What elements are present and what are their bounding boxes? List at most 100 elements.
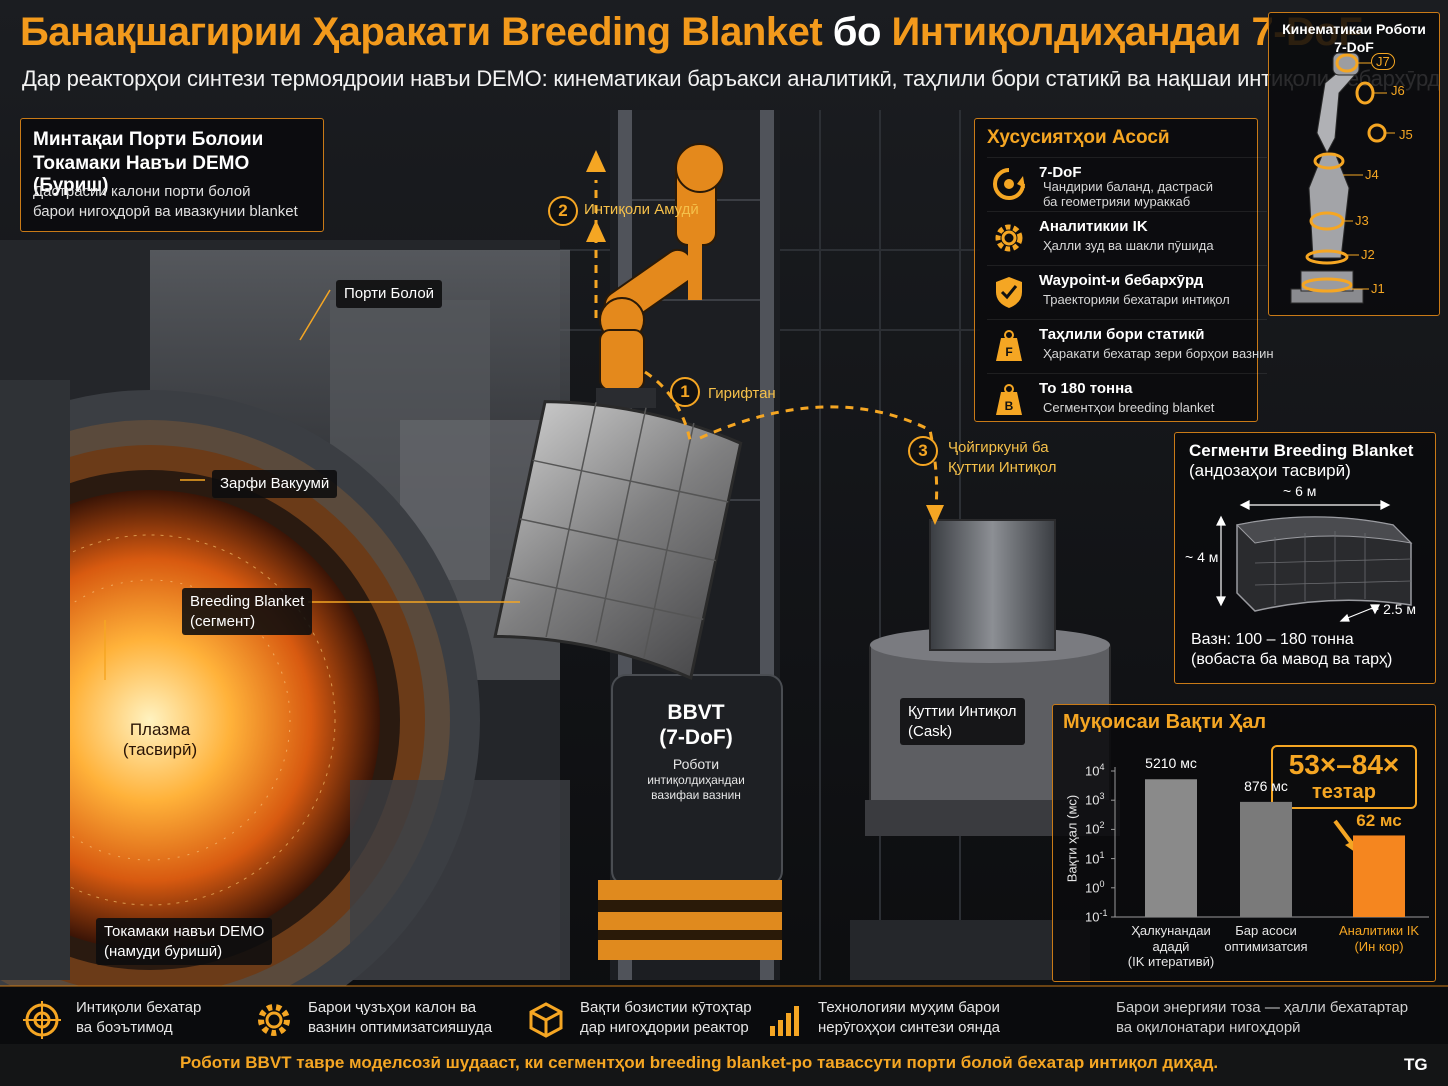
robot-label-line-3: Роботи <box>672 756 720 773</box>
callout-plasma-line-1: Плазма <box>129 720 191 739</box>
speedup-badge: 53×–84× тезтар <box>1271 745 1417 809</box>
y-tick-base: 10 <box>1085 792 1100 808</box>
joint-label-j4: J4 <box>1365 167 1379 182</box>
robot-label: BBVT (7-DoF) Роботи интиқолдиҳандаи вази… <box>640 700 752 802</box>
key-features-panel: Хусусиятҳои Асосӣ 7-DoF Чандирии баланд,… <box>974 118 1274 422</box>
bottom-item-text: Вақти бозистии кӯтоҳтар дар нигоҳдории р… <box>580 998 752 1039</box>
joint-label-j2: J2 <box>1361 247 1375 262</box>
feature-title: Аналитикии IK <box>1039 218 1148 235</box>
segment-dim-height: ~ 4 м <box>1185 549 1219 565</box>
step-2-label: Интиқоли Амудӣ <box>584 201 699 218</box>
features-heading: Хусусиятҳои Асосӣ <box>987 127 1170 148</box>
feature-title: То 180 тонна <box>1039 380 1133 397</box>
bottom-item-text: Барои ҷузъҳои калон ва вазнин оптимизатс… <box>308 998 492 1039</box>
y-tick-exponent: 3 <box>1099 791 1105 802</box>
category-label-line: оптимизатсия <box>1224 938 1308 954</box>
port-panel-desc-2: барои нигоҳдорӣ ва ивазкунии blanket <box>33 203 298 220</box>
footer-caption: Роботи BBVT тавре моделсозӣ шудааст, ки … <box>180 1053 1219 1072</box>
title-part-3: бо <box>832 10 882 54</box>
callout-plasma-line-2: (тасвирӣ) <box>122 740 198 759</box>
callout-cask-line-2: (Cask) <box>908 722 953 740</box>
segment-dim-width: ~ 6 м <box>1283 483 1317 499</box>
y-tick-label: 104 <box>1085 762 1104 778</box>
feature-desc-line-2: ба геометрияи мураккаб <box>1043 193 1191 209</box>
kinematics-panel: Кинематикаи Роботи 7-DoF J7 <box>1268 12 1440 316</box>
step-1-label: Гирифтан <box>708 385 776 402</box>
y-tick-label: 10-1 <box>1085 908 1107 924</box>
y-tick-base: 10 <box>1085 909 1100 925</box>
y-tick-base: 10 <box>1085 850 1100 866</box>
callout-blanket-line-2: (сегмент) <box>190 612 256 630</box>
kinematics-title-1: Кинематикаи Роботи <box>1282 21 1426 37</box>
y-tick-exponent: -1 <box>1099 908 1108 918</box>
category-label-line: (IK итеративӣ) <box>1127 954 1215 970</box>
segment-dim-depth: ~ 2.5 м <box>1371 601 1417 617</box>
gear-icon <box>995 224 1023 252</box>
bar-value-label: 62 мс <box>1356 811 1402 831</box>
category-label-line: ададӣ <box>1152 938 1190 954</box>
bottom-right-line-2: ва оқилонатари нигоҳдорӣ <box>1116 1019 1301 1037</box>
gear-icon <box>258 1004 290 1036</box>
weight-b-icon: B <box>996 384 1022 415</box>
category-label-line: Бар асоси <box>1235 923 1297 938</box>
joint-label-j5: J5 <box>1399 127 1413 142</box>
bottom-right-line-1: Барои энергияи тоза — ҳалли бехатартар <box>1116 999 1409 1016</box>
y-tick-exponent: 0 <box>1099 878 1105 889</box>
feature-item: Аналитикии IK Ҳалли зуд ва шакли пӯшида <box>987 211 1267 262</box>
y-tick-label: 102 <box>1085 820 1104 836</box>
robot-label-line-4: интиқолдиҳандаи <box>647 773 745 788</box>
bar <box>1240 801 1292 917</box>
callout-upper-port: Порти Болоӣ <box>336 280 443 308</box>
segment-weight-1: Вазн: 100 – 180 тонна <box>1191 631 1354 648</box>
segment-panel: Сегменти Breeding Blanket (андозаҳои тас… <box>1174 432 1436 684</box>
step-3-label: Ҷойгиркунӣ ба Қуттии Интиқол <box>948 438 1057 477</box>
category-label-line: Ҳалкунандаи <box>1131 923 1211 938</box>
port-panel-title-2: Токамаки Навъи DEMO (Буриш) <box>33 153 250 196</box>
bottom-item-line-2: нерӯгоҳҳои синтези оянда <box>818 1019 1000 1037</box>
y-tick-base: 10 <box>1085 763 1100 779</box>
bar <box>1145 779 1197 917</box>
step-3-label-line-2: Қуттии Интиқол <box>948 458 1057 476</box>
feature-desc: Чандирии баланд, дастрасӣ ба геометрияи … <box>1043 179 1213 210</box>
segment-title-2: (андозаҳои тасвирӣ) <box>1189 461 1351 480</box>
feature-item: B То 180 тонна Сегментҳои breeding blank… <box>987 373 1267 424</box>
y-tick-exponent: 4 <box>1099 762 1105 772</box>
category-label-line: (Ин кор) <box>1354 938 1404 954</box>
callout-tokamak: Токамаки навъи DEMO (намуди буришӣ) <box>96 918 273 965</box>
feature-desc-line-1: Чандирии баланд, дастрасӣ <box>1043 179 1213 194</box>
comparison-title: Муқоисаи Вақти Ҳал <box>1063 711 1267 733</box>
step-3-number: 3 <box>908 436 938 466</box>
callout-blanket-line-1: Breeding Blanket <box>190 593 305 610</box>
bottom-item-line-1: Технологияи муҳим барои <box>818 999 1000 1016</box>
target-icon <box>23 1001 61 1039</box>
port-panel-desc-1: Дастрасии калони порти болоӣ <box>33 183 251 200</box>
y-tick-label: 100 <box>1085 879 1104 895</box>
feature-desc-line-1: Сегментҳои breeding blanket <box>1043 400 1215 415</box>
feature-item: F Таҳлили бори статикӣ Ҳаракати бехатар … <box>987 319 1274 370</box>
category-label: Аналитики IK(Ин кор) <box>1317 923 1441 954</box>
y-tick-base: 10 <box>1085 821 1100 837</box>
feature-title: Waypoint-и бебархӯрд <box>1039 272 1204 289</box>
segment-weight-2: (вобаста ба мавод ва тарҳ) <box>1191 651 1393 668</box>
bottom-item-text: Интиқоли бехатар ва боэътимод <box>76 998 201 1039</box>
callout-tokamak-line-2: (намуди буришӣ) <box>104 942 223 960</box>
bar-value-label: 876 мс <box>1244 777 1288 794</box>
joint-label-j1: J1 <box>1371 281 1385 296</box>
joint-label-j6: J6 <box>1391 83 1405 98</box>
step-3-label-line-1: Ҷойгиркунӣ ба <box>948 439 1049 456</box>
weight-f-icon: F <box>996 330 1022 361</box>
joint-label-j3: J3 <box>1355 213 1369 228</box>
bottom-item-line-2: дар нигоҳдории реактор <box>580 1019 749 1037</box>
bottom-item-line-1: Барои ҷузъҳои калон ва <box>308 999 477 1016</box>
step-1-number: 1 <box>670 377 700 407</box>
rotation-icon <box>993 168 1025 200</box>
page-subtitle: Дар реакторҳои синтези термоядроии навъи… <box>22 66 1441 91</box>
callout-cask-line-1: Қуттии Интиқол <box>908 703 1017 720</box>
feature-title: Таҳлили бори статикӣ <box>1039 326 1205 343</box>
port-panel-title-1: Минтақаи Порти Болоии <box>33 129 264 150</box>
bottom-item-line-1: Интиқоли бехатар <box>76 999 202 1016</box>
corner-tag: TG <box>1404 1055 1428 1074</box>
